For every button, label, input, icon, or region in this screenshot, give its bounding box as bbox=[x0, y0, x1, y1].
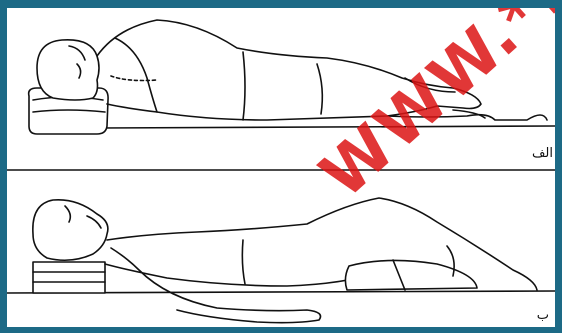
pillow-b bbox=[33, 262, 105, 293]
head-a bbox=[37, 40, 99, 100]
body-b bbox=[107, 198, 537, 290]
panel-b-supine bbox=[7, 198, 555, 323]
figure-frame: الف ب WWW.*P bbox=[7, 8, 555, 327]
panel-label-a: الف bbox=[532, 146, 553, 161]
head-b bbox=[33, 200, 108, 260]
ground-line-a bbox=[99, 126, 555, 128]
panel-label-b: ب bbox=[537, 308, 549, 323]
knee-roll-b bbox=[345, 260, 477, 290]
